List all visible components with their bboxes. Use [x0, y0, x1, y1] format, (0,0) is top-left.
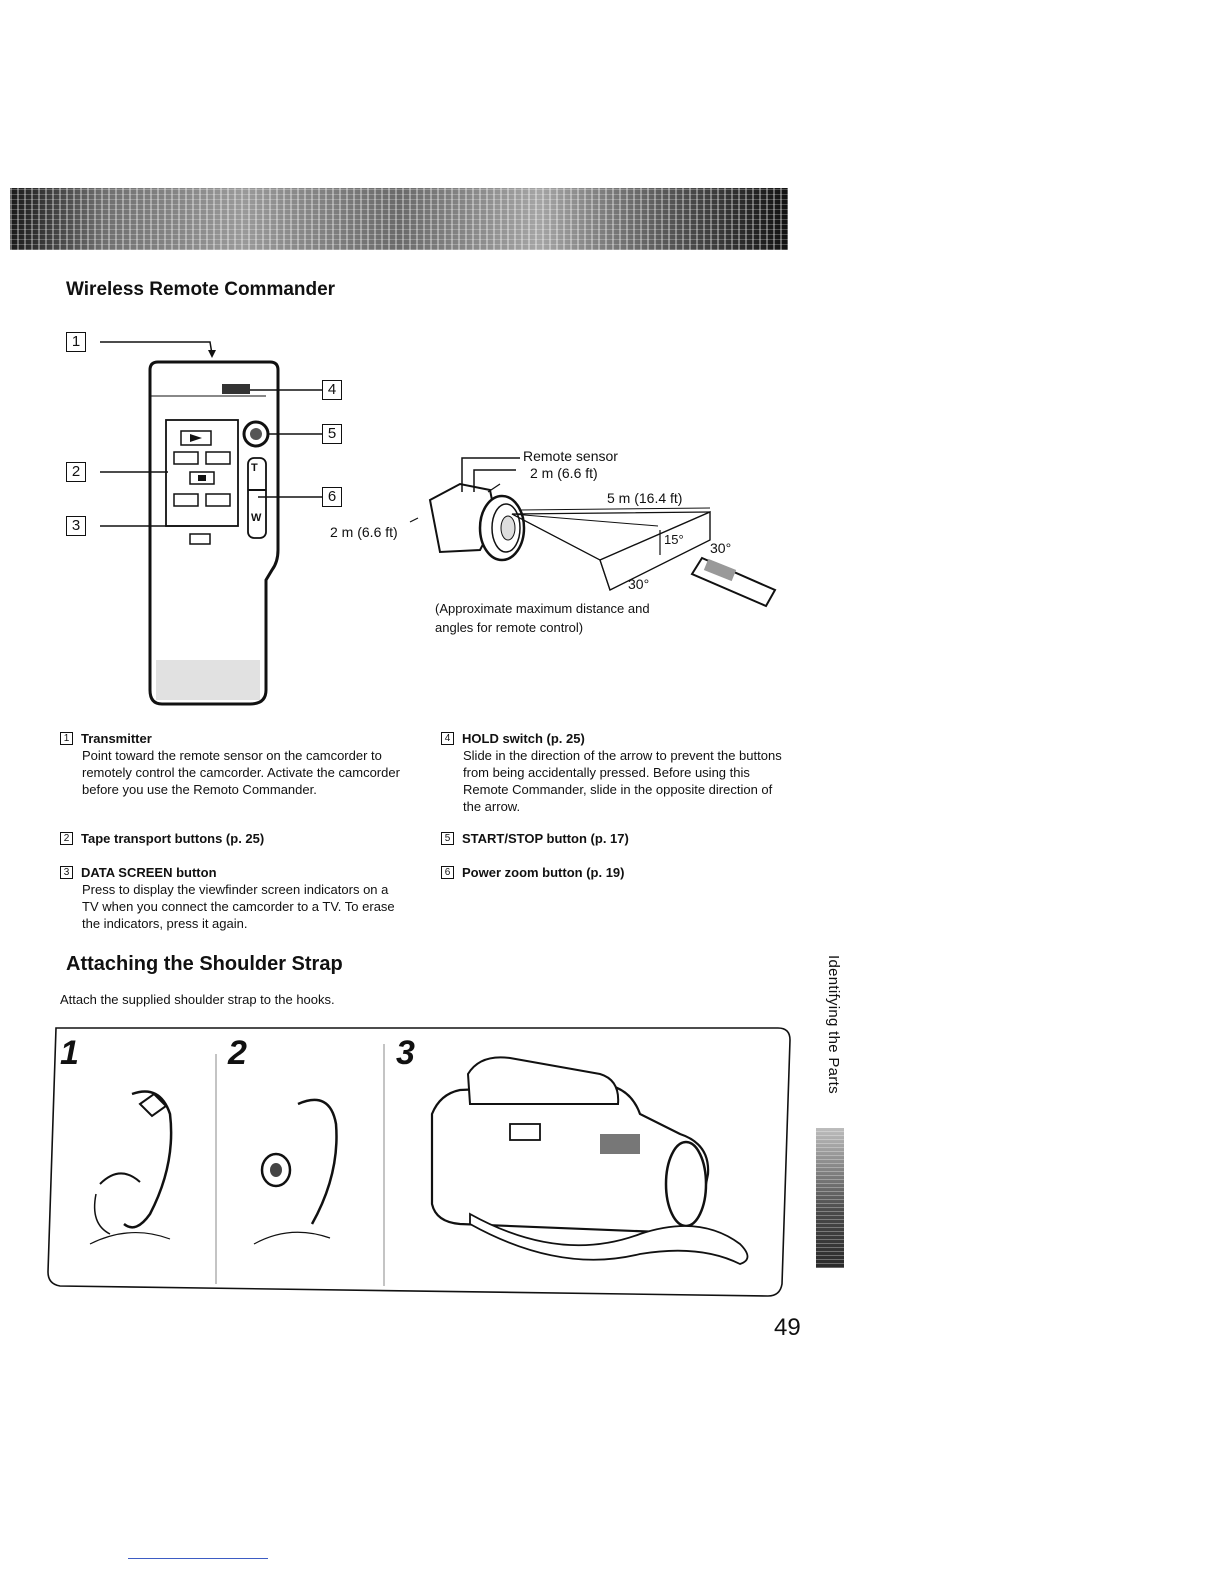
angle-right-label: 30°	[710, 540, 732, 556]
side-tab-block	[816, 1128, 844, 1268]
item-title: START/STOP button (p. 17)	[462, 831, 629, 846]
item-transmitter: 1 Transmitter Point toward the remote sen…	[60, 730, 405, 798]
remote-range-diagram	[428, 457, 777, 608]
footer-rule	[128, 1558, 268, 1559]
zoom-wide-label: W	[251, 512, 262, 524]
item-tape-transport: 2 Tape transport buttons (p. 25)	[60, 830, 405, 847]
item-power-zoom: 6 Power zoom button (p. 19)	[441, 864, 786, 881]
item-description: Slide in the direction of the arrow to p…	[463, 748, 782, 814]
section-title-strap: Attaching the Shoulder Strap	[66, 953, 343, 975]
distance-left-label: 2 m (6.6 ft)	[330, 524, 398, 540]
strap-illustration	[47, 1027, 791, 1297]
item-title: Power zoom button (p. 19)	[462, 865, 625, 880]
item-number: 6	[441, 866, 454, 879]
callout-2: 2	[66, 462, 86, 482]
section-title-remote: Wireless Remote Commander	[66, 279, 336, 300]
item-start-stop: 5 START/STOP button (p. 17)	[441, 830, 786, 847]
distance-near-label: 2 m (6.6 ft)	[530, 465, 598, 481]
distance-far-label: 5 m (16.4 ft)	[607, 490, 683, 506]
item-title: HOLD switch (p. 25)	[462, 731, 585, 746]
range-caption-line1: (Approximate maximum distance and	[435, 601, 650, 616]
callout-4: 4	[322, 380, 342, 400]
item-title: Transmitter	[81, 731, 152, 746]
remote-sensor-label: Remote sensor	[523, 448, 618, 464]
item-title: DATA SCREEN button	[81, 865, 217, 880]
zoom-tele-label: T	[251, 462, 258, 474]
range-caption-line2: angles for remote control)	[435, 620, 584, 635]
remote-commander-illustration	[100, 341, 419, 706]
item-number: 5	[441, 832, 454, 845]
step-number-1: 1	[60, 1034, 79, 1072]
header-band	[10, 188, 788, 250]
item-description: Press to display the viewfinder screen i…	[82, 882, 395, 931]
callout-5: 5	[322, 424, 342, 444]
item-hold-switch: 4 HOLD switch (p. 25) Slide in the direct…	[441, 730, 786, 815]
item-description: Point toward the remote sensor on the ca…	[82, 748, 400, 797]
item-number: 2	[60, 832, 73, 845]
item-title: Tape transport buttons (p. 25)	[81, 831, 265, 846]
item-number: 3	[60, 866, 73, 879]
angle-vertical-label: 15°	[664, 532, 684, 547]
angle-bottom-label: 30°	[628, 576, 650, 592]
page-number: 49	[774, 1314, 801, 1341]
callout-3: 3	[66, 516, 86, 536]
side-tab-label: Identifying the Parts	[825, 955, 842, 1094]
step-number-2: 2	[228, 1034, 247, 1072]
item-data-screen: 3 DATA SCREEN button Press to display the…	[60, 864, 405, 932]
strap-instruction: Attach the supplied shoulder strap to th…	[60, 992, 335, 1007]
step-number-3: 3	[396, 1034, 415, 1072]
item-number: 4	[441, 732, 454, 745]
callout-6: 6	[322, 487, 342, 507]
item-number: 1	[60, 732, 73, 745]
callout-1: 1	[66, 332, 86, 352]
